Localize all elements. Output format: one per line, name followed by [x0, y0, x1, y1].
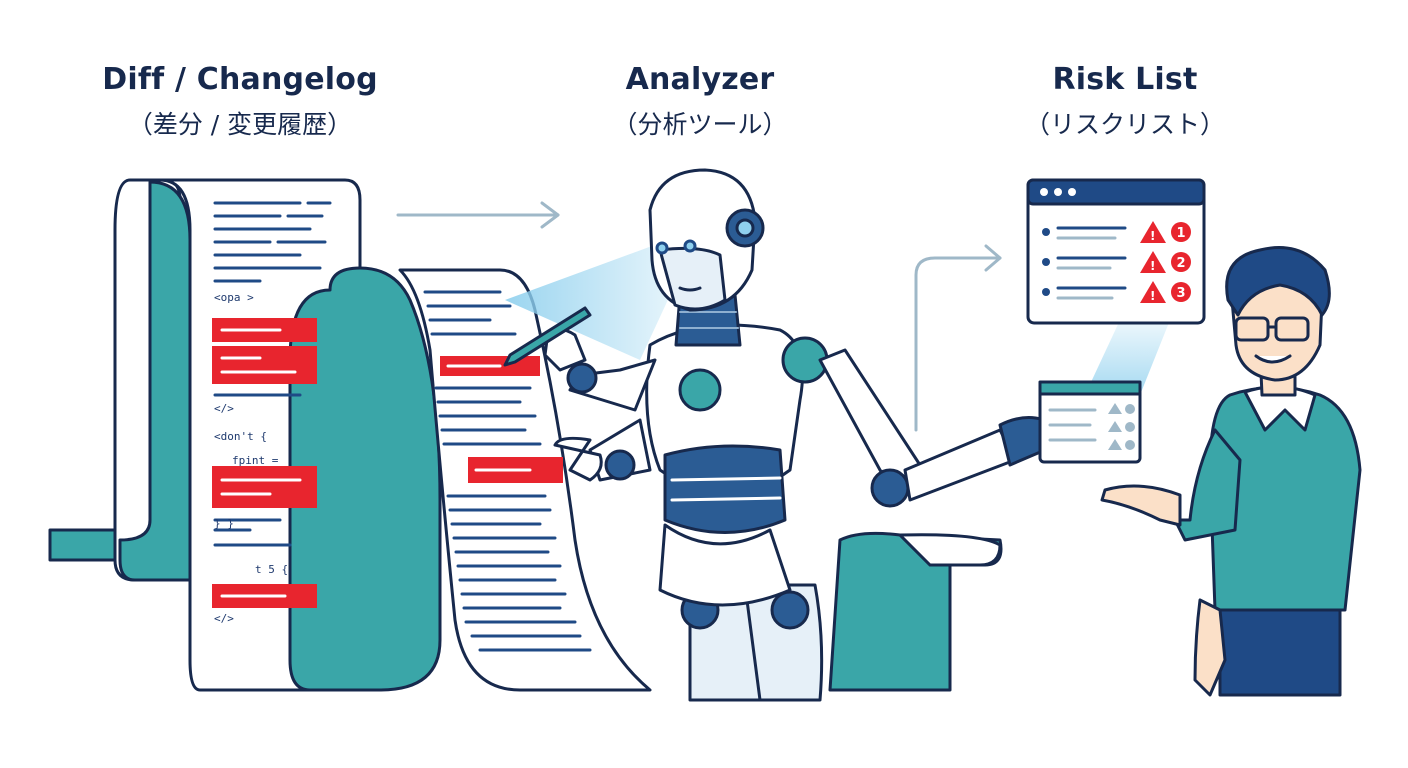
code-snippet: </>: [214, 612, 234, 625]
warning-icon: [1140, 281, 1166, 303]
risk-rank-number: 1: [1176, 226, 1185, 241]
handheld-tablet: [1038, 380, 1142, 464]
diff-stage-label: Diff / Changelog （差分 / 変更履歴）: [90, 62, 390, 141]
analyzer-title: Analyzer: [625, 62, 775, 97]
risk-list-item: ! 2: [1042, 251, 1191, 273]
gaze-beam: [505, 243, 692, 360]
risk-list-window: [1026, 178, 1206, 325]
risk-title: Risk List: [1052, 62, 1198, 97]
risk-stage-label: Risk List （リスクリスト）: [1000, 62, 1250, 141]
diff-highlight: [212, 466, 317, 508]
reading-paper: [398, 268, 652, 692]
risk-list-item: ! 3: [1042, 281, 1191, 303]
diff-title: Diff / Changelog: [102, 62, 378, 97]
diff-highlight: [212, 346, 317, 384]
code-snippet: t 5 {: [255, 563, 288, 576]
risk-rank-badge: [1171, 252, 1191, 272]
flow-arrow: [396, 201, 560, 229]
window-dot: [1068, 188, 1076, 196]
warning-icon: [1140, 221, 1166, 243]
analyzer-stage-label: Analyzer （分析ツール）: [560, 62, 840, 141]
risk-rank-number: 2: [1176, 256, 1185, 271]
code-snippet: </>: [214, 402, 234, 415]
risk-rank-badge: [1171, 282, 1191, 302]
risk-rank-number: 3: [1176, 286, 1185, 301]
code-snippet: fpint =: [232, 454, 279, 467]
projection-beam: [1085, 320, 1170, 395]
diff-subtitle: （差分 / 変更履歴）: [127, 110, 353, 139]
flow-arrow: [914, 244, 1002, 432]
code-snippet: <opa >: [214, 291, 254, 304]
window-dot: [1054, 188, 1062, 196]
window-dot: [1040, 188, 1048, 196]
diff-scroll: [48, 178, 442, 692]
person: [1100, 246, 1362, 697]
svg-text:!: !: [1150, 259, 1155, 273]
analyzer-subtitle: （分析ツール）: [612, 110, 788, 139]
code-snippet: <don't {: [214, 430, 267, 443]
risk-subtitle: （リスクリスト）: [1024, 110, 1225, 139]
svg-text:!: !: [1150, 229, 1155, 243]
risk-list-item: ! 1: [1042, 221, 1191, 243]
diff-code-lines: [213, 201, 332, 547]
warning-icon: [1140, 251, 1166, 273]
robot: [503, 168, 1057, 702]
code-snippet: } }: [214, 517, 234, 530]
risk-rank-badge: [1171, 222, 1191, 242]
svg-text:!: !: [1150, 289, 1155, 303]
